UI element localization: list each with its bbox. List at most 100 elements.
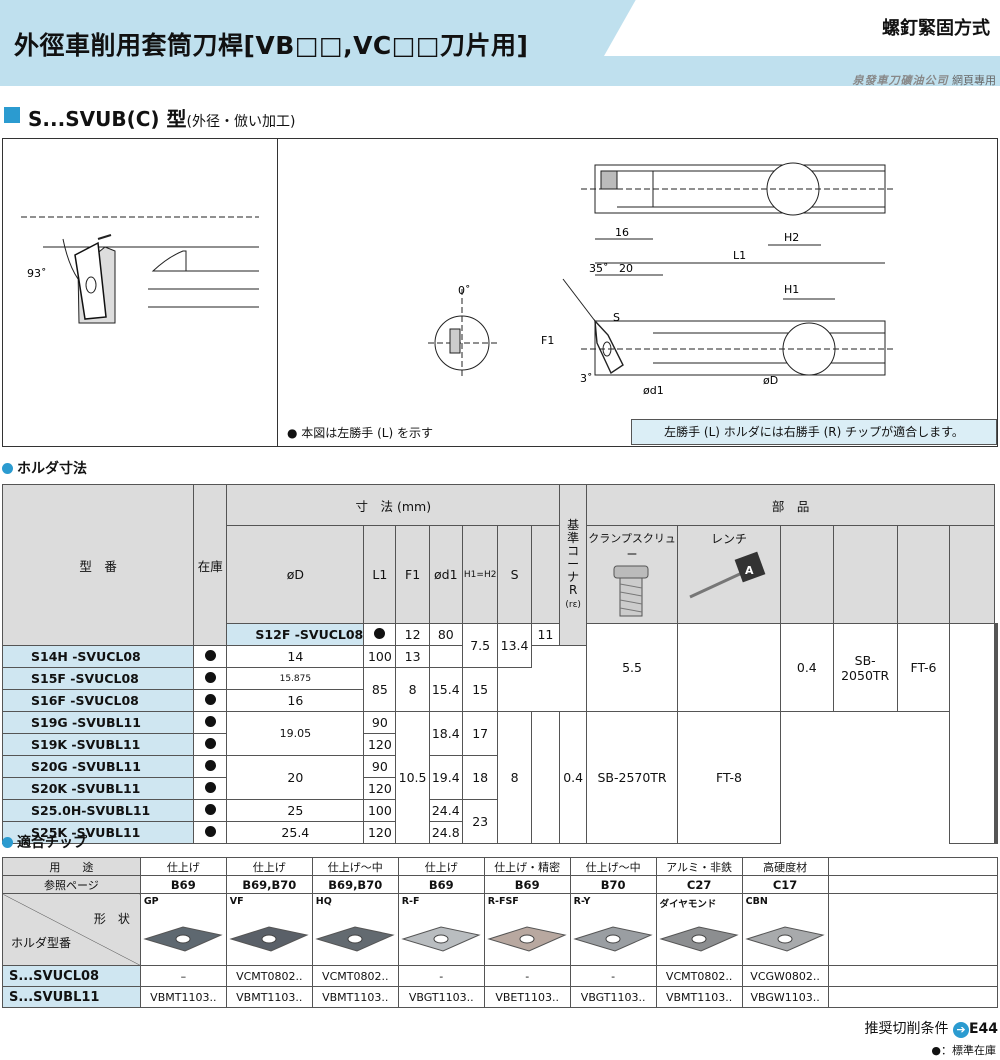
col-extra-2 (832, 525, 898, 624)
col-s-header: S (497, 525, 532, 624)
section-subtitle: (外径・倣い加工) (186, 114, 296, 130)
col-h1h2-header: H1=H2 (461, 525, 499, 624)
stock-cell (193, 667, 228, 690)
chip-use-cell: 仕上げ～中 (569, 857, 657, 876)
chip-code-label: R-Y (573, 896, 591, 907)
chip-model-cell: - (483, 965, 571, 987)
cond-ref: E44 (968, 1021, 998, 1037)
chip-ref-cell: B69 (397, 875, 485, 894)
table-row-model: S15F -SVUCL08 (1, 667, 195, 690)
h-cell: 15 (461, 667, 499, 712)
stock-dot (204, 650, 216, 661)
chip-model-cell: VBGT1103.. (569, 986, 657, 1008)
s-cell: 8 (497, 711, 532, 844)
chip-code-label: ダイヤモンド (659, 899, 717, 910)
chip-shape-cell: HQ (311, 893, 399, 966)
chip-model-cell: - (569, 965, 657, 987)
company-name: 泉發車刀礦油公司 (852, 74, 949, 87)
col-blank-header (530, 525, 561, 624)
chip-insert-icon (487, 926, 567, 952)
col-basis-header: 基準コーナR(rε) (559, 484, 588, 646)
chip-shape-cell: R-F (397, 893, 485, 966)
d1-cell: 19.4 (428, 755, 463, 800)
h-cell: 23 (461, 799, 499, 844)
l1-cell: 100 (363, 799, 397, 822)
col-l1-header: L1 (363, 525, 397, 624)
chip-insert-icon (573, 926, 653, 952)
side-view (562, 262, 893, 376)
tool-head-sketch (21, 216, 259, 324)
arrow-right-icon: ➔ (952, 1022, 969, 1038)
clamp-cell: SB-2570TR (586, 711, 678, 844)
section-view (428, 289, 498, 379)
d1-label: ød1 (643, 384, 664, 397)
col-od-header: øD (226, 525, 365, 624)
chip-model-cell: VBMT1103.. (655, 986, 743, 1008)
chip-model-cell: VCMT0802.. (655, 965, 743, 987)
holder-heading: ホルダ寸法 (2, 458, 87, 478)
table-row-model: S14H -SVUCL08 (1, 645, 195, 668)
drawing-svg: 93˚ 0˚ 16 H2 (21, 162, 893, 397)
blank-cell (676, 623, 782, 712)
h-cell: 18 (461, 755, 499, 800)
dim-20-label: 20 (619, 262, 633, 275)
chip-insert-icon (229, 926, 309, 952)
stock-cell (193, 711, 228, 734)
shape-header-cell: 形 状 ホルダ型番 (2, 893, 141, 966)
chip-ref-cell: C27 (655, 875, 743, 894)
stock-dot (204, 826, 216, 837)
stock-dot (374, 628, 386, 639)
angle-0-label: 0˚ (458, 284, 471, 297)
chip-ref-cell: B70 (569, 875, 657, 894)
l1-cell: 120 (363, 821, 397, 844)
drawing-divider (277, 139, 278, 446)
chip-ref-cell: B69 (483, 875, 571, 894)
stock-cell (193, 821, 228, 844)
stock-cell (193, 733, 228, 756)
chip-code-label: HQ (315, 896, 332, 907)
extra-cell (949, 623, 995, 844)
chip-use-cell: 仕上げ (139, 857, 227, 876)
h-cell: 17 (461, 711, 499, 756)
clamp-screw-icon (613, 565, 649, 617)
chip-row-model: S...SVUCL08 (2, 965, 141, 987)
stock-dot (204, 782, 216, 793)
chip-insert-icon (659, 926, 739, 952)
chip-shape-cell: R-FSF (483, 893, 571, 966)
stock-dot (204, 694, 216, 705)
od-cell: 16 (226, 689, 365, 712)
od-cell: 20 (226, 755, 365, 800)
top-view (581, 162, 893, 246)
od-cell: 19.05 (226, 711, 365, 756)
angle-35-label: 35˚ (589, 262, 609, 275)
col-extra-4 (949, 525, 995, 624)
chip-empty-cell (827, 893, 999, 966)
od-cell: 12 (395, 623, 430, 646)
chip-ref-cell: B69,B70 (311, 875, 399, 894)
chip-row-model: S...SVUBL11 (2, 986, 141, 1008)
table-row-model: S12F -SVUCL08 (226, 623, 365, 646)
header-tab (604, 0, 1000, 56)
chip-insert-icon (745, 926, 825, 952)
chip-heading: 適合チップ (2, 832, 87, 852)
stock-cell (193, 689, 228, 712)
chip-shape-cell: CBN (741, 893, 829, 966)
table-row-model: S19K -SVUBL11 (1, 733, 195, 756)
chip-use-cell: 仕上げ～中 (311, 857, 399, 876)
cond-label: 推奨切削条件 (864, 1021, 949, 1037)
chip-empty-cell (827, 986, 999, 1008)
cutting-condition-link[interactable]: 推奨切削条件 ➔E44 (864, 1018, 998, 1038)
chip-ref-cell: B69,B70 (225, 875, 313, 894)
chip-ref-cell: B69 (139, 875, 227, 894)
holder-label: ホルダ型番 (11, 936, 72, 950)
extra-cell (996, 623, 998, 844)
chip-code-label: R-FSF (487, 896, 519, 907)
table-row-model: S20K -SVUBL11 (1, 777, 195, 800)
basis-text: 基準コーナR (567, 517, 580, 597)
chip-model-cell: VBGW1103.. (741, 986, 829, 1008)
holder-table: 型 番 在庫 寸 法 (mm) 基準コーナR(rε) 部 品 øD L1 F1 … (1, 484, 998, 844)
drawing-note: ● 本図は左勝手 (L) を示す (287, 426, 433, 440)
col-extra-3 (896, 525, 951, 624)
col-wrench-header: レンチ A (676, 525, 782, 624)
stock-cell (193, 799, 228, 822)
